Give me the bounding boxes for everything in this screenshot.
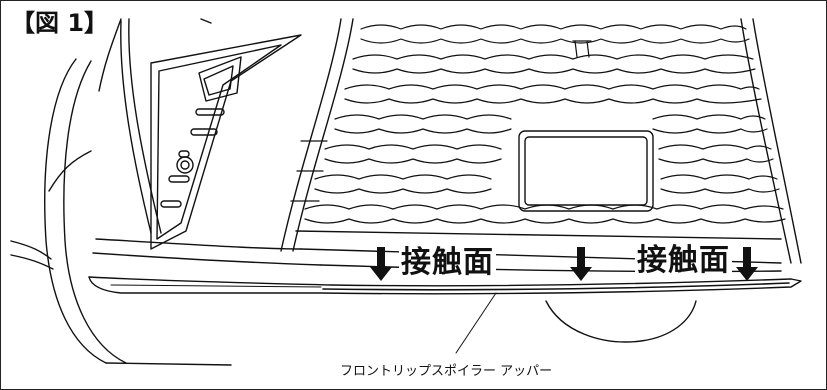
contact-label-left: 接触面: [399, 245, 496, 280]
leader-line: [455, 292, 497, 354]
figure-label: 【図 1】: [7, 7, 113, 39]
grille-border: [280, 18, 802, 264]
fender-outline: [10, 18, 212, 270]
part-caption: フロントリップスポイラー アッパー: [337, 360, 556, 379]
grille-mesh: [290, 24, 786, 224]
tire-outline: [44, 18, 232, 366]
undercarriage-curve: [545, 300, 697, 343]
contact-arrows: [370, 247, 758, 281]
front-lip-spoiler: [88, 276, 802, 295]
license-plate: [518, 130, 654, 212]
contact-label-right: 接触面: [635, 243, 732, 278]
side-lamp: [150, 34, 302, 250]
